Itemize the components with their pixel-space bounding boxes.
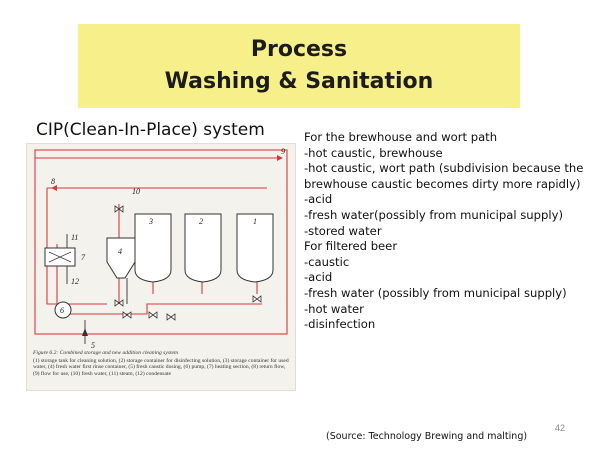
arrow-icon xyxy=(82,328,88,336)
page-number: 42 xyxy=(555,423,566,433)
label-tank-3: 3 xyxy=(148,217,153,226)
bullet-item: -fresh water (possibly from municipal su… xyxy=(304,285,567,300)
figure-caption-title: Figure 6.2: Combined storage and new add… xyxy=(33,350,179,356)
title-line-1: Process xyxy=(250,37,348,62)
arrow-icon xyxy=(51,185,57,191)
pipe-network xyxy=(34,149,288,335)
bullet-item: -fresh water(possibly from municipal sup… xyxy=(304,207,563,222)
bullet-item: -hot caustic, brewhouse xyxy=(304,145,443,160)
bullet-item: For the brewhouse and wort path xyxy=(304,130,498,144)
section-subtitle: CIP(Clean-In-Place) system xyxy=(36,120,265,140)
rinse-container xyxy=(106,237,136,279)
label-flow-9: 9 xyxy=(281,147,285,156)
figure-caption: Figure 6.2: Combined storage and new add… xyxy=(33,350,291,377)
cip-system-figure: 1 2 3 4 5 6 7 8 9 10 11 12 Figure 6.2: C… xyxy=(26,143,296,391)
label-return-8: 8 xyxy=(51,177,55,186)
label-dosing-5: 5 xyxy=(91,341,95,350)
label-pump-6: 6 xyxy=(60,306,64,315)
bullet-item: -hot caustic, wort path (subdivision bec… xyxy=(304,161,584,191)
bullet-item: For filtered beer xyxy=(304,239,398,254)
pump-icon xyxy=(54,301,72,319)
title-banner: Process Washing & Sanitation xyxy=(78,24,520,108)
bullet-list: For the brewhouse and wort path -hot cau… xyxy=(304,130,596,333)
bullet-item: -acid xyxy=(304,270,333,285)
label-steam-11: 11 xyxy=(71,233,78,242)
storage-tanks xyxy=(134,213,274,283)
label-rinse-4: 4 xyxy=(118,247,122,256)
source-citation: (Source: Technology Brewing and malting) xyxy=(326,431,528,442)
arrow-icon xyxy=(277,155,283,161)
bullet-item: -stored water xyxy=(304,223,382,238)
label-freshwater-10: 10 xyxy=(132,187,140,196)
label-heater-7: 7 xyxy=(81,253,86,262)
bullet-item: -disinfection xyxy=(304,317,376,332)
bullet-item: -hot water xyxy=(304,301,364,316)
cip-diagram: 1 2 3 4 5 6 7 8 9 10 11 12 xyxy=(34,147,288,350)
title-line-2: Washing & Sanitation xyxy=(164,69,434,94)
bullet-item: -acid xyxy=(304,192,333,207)
label-tank-2: 2 xyxy=(199,217,203,226)
label-condensate-12: 12 xyxy=(71,277,79,286)
label-tank-1: 1 xyxy=(253,217,257,226)
figure-caption-text: (1) storage tank for cleaning solution, … xyxy=(33,357,289,377)
bullet-item: -caustic xyxy=(304,254,350,269)
valves xyxy=(114,205,262,321)
